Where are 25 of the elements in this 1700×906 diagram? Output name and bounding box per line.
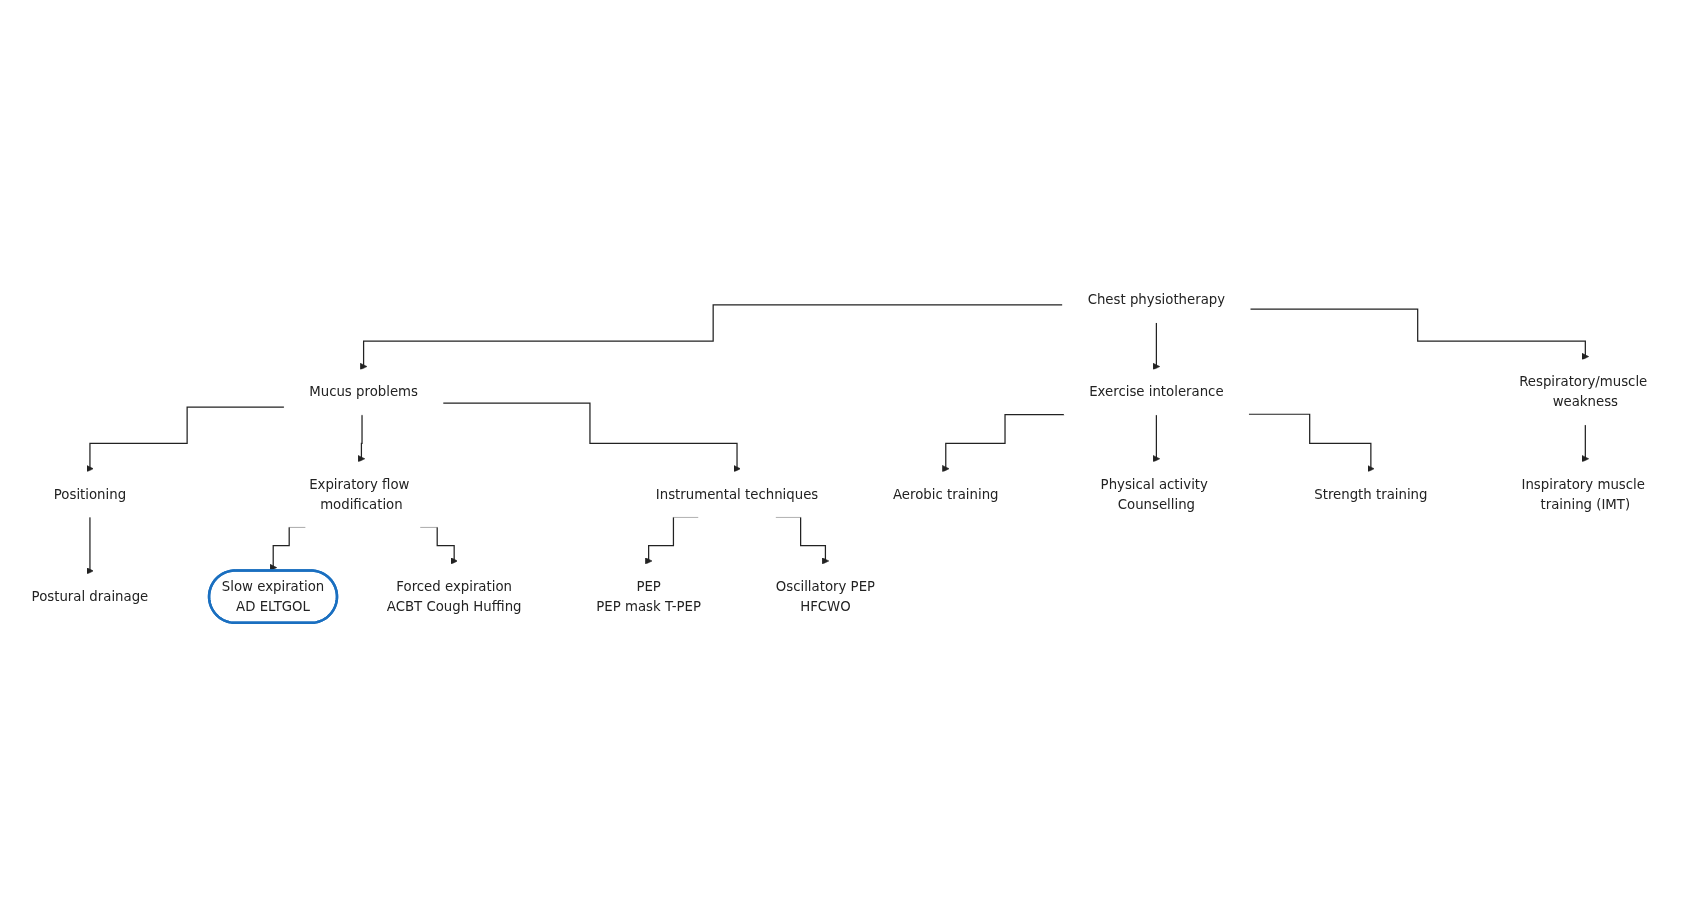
arrow (942, 413, 1065, 472)
node-text: Chest physiotherapy (1087, 291, 1226, 308)
node-text: Postural drainage (31, 588, 149, 604)
arrow (86, 515, 94, 575)
node-text: Mucus problems (309, 383, 418, 400)
node-text: Inspiratory muscle training (IMT) (1521, 475, 1645, 512)
arrow (1152, 413, 1161, 463)
arrow (86, 406, 285, 472)
node-text: Oscillatory PEP HFCWO (775, 578, 876, 614)
node-text: Expiratory flow modification (309, 475, 410, 512)
node-text: Exercise intolerance (1089, 383, 1224, 400)
node-text: Positioning (53, 485, 127, 502)
arrow (442, 402, 741, 472)
arrow (1247, 413, 1375, 472)
arrow (357, 413, 366, 463)
arrow (1581, 423, 1589, 463)
node-text: Physical activity Counselling (1100, 475, 1208, 512)
node-text: Strength training (1314, 485, 1428, 502)
arrow (1152, 321, 1161, 370)
node-text: Aerobic training (893, 485, 999, 502)
arrow (1249, 308, 1589, 360)
node-text: PEP PEP mask T-PEP (596, 578, 702, 614)
node-text: Forced expiration ACBT Cough Huffing (386, 578, 522, 614)
arrow (359, 303, 1064, 370)
node-text: Respiratory/muscle weakness (1519, 373, 1648, 410)
